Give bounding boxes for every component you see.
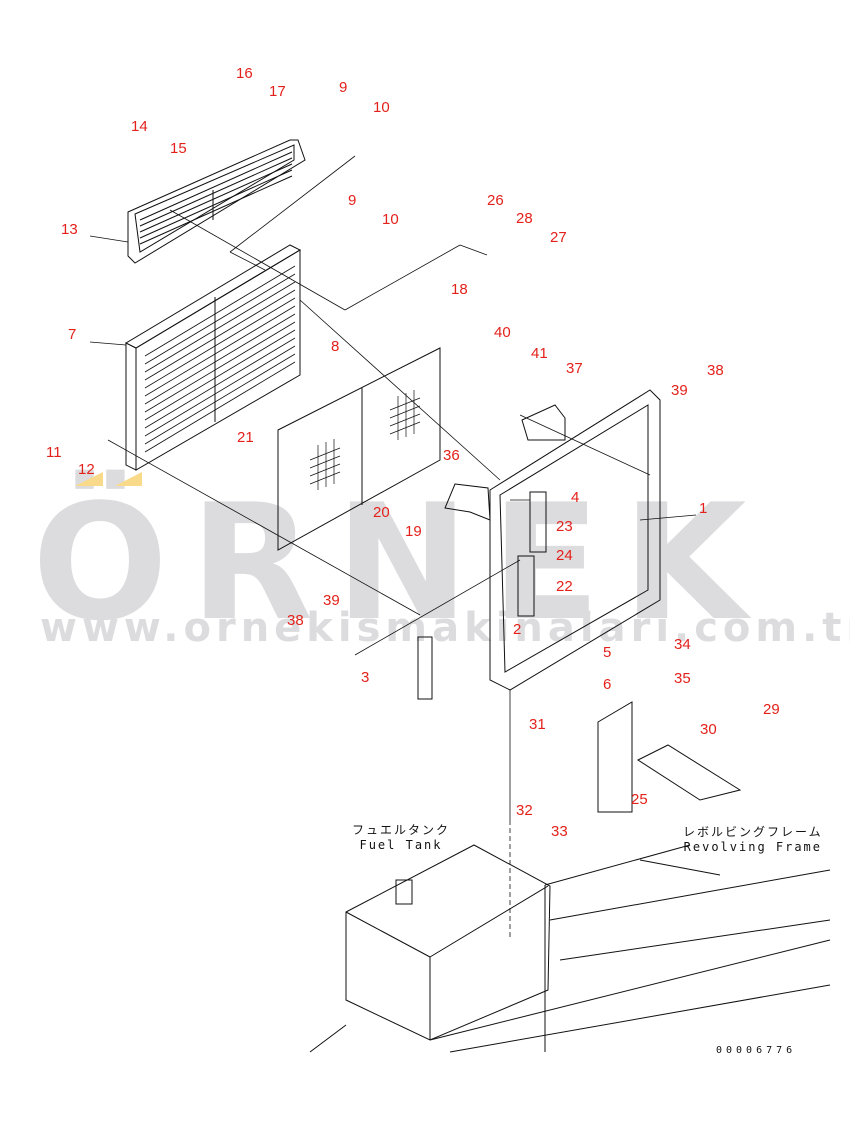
callout-17: 17 xyxy=(269,83,286,100)
fuel-tank-caption: フュエルタンク Fuel Tank xyxy=(352,823,450,853)
callout-41: 41 xyxy=(531,345,548,362)
callout-6: 6 xyxy=(603,676,612,693)
callout-5: 5 xyxy=(603,644,612,661)
fuel-tank-caption-jp: フュエルタンク xyxy=(352,823,451,837)
leader-lines xyxy=(89,155,697,940)
callout-28: 28 xyxy=(516,210,533,227)
callout-25: 25 xyxy=(631,791,648,808)
cover-25 xyxy=(636,744,742,801)
callout-32: 32 xyxy=(516,802,533,819)
callout-20: 20 xyxy=(373,504,390,521)
callout-31: 31 xyxy=(529,716,546,733)
bracket-36 xyxy=(444,483,491,521)
callout-22: 22 xyxy=(556,578,573,595)
callout-38: 38 xyxy=(287,612,304,629)
callout-10: 10 xyxy=(373,99,390,116)
mesh-screen-panel xyxy=(277,347,441,551)
callout-4: 4 xyxy=(571,489,580,506)
callout-18: 18 xyxy=(451,281,468,298)
seal-block-4 xyxy=(529,491,547,553)
main-grille-panel xyxy=(124,244,302,471)
callout-9: 9 xyxy=(348,192,357,209)
callout-2: 2 xyxy=(513,621,522,638)
callout-29: 29 xyxy=(763,701,780,718)
revolving-frame-caption: レボルビングフレーム Revolving Frame xyxy=(683,825,823,855)
callout-40: 40 xyxy=(494,324,511,341)
callout-1: 1 xyxy=(699,500,708,517)
bracket-37 xyxy=(521,404,566,441)
callout-34: 34 xyxy=(674,636,691,653)
callout-36: 36 xyxy=(443,447,460,464)
callout-12: 12 xyxy=(78,461,95,478)
callout-15: 15 xyxy=(170,140,187,157)
seal-block-2 xyxy=(517,555,535,617)
callout-23: 23 xyxy=(556,518,573,535)
callout-39: 39 xyxy=(323,592,340,609)
callout-35: 35 xyxy=(674,670,691,687)
callout-21: 21 xyxy=(237,429,254,446)
callout-27: 27 xyxy=(550,229,567,246)
callout-11: 11 xyxy=(46,444,62,461)
revolving-frame xyxy=(309,844,831,1053)
callout-33: 33 xyxy=(551,823,568,840)
callout-39: 39 xyxy=(671,382,688,399)
watermark-url: www.ornekismakinalari.com.tr xyxy=(40,605,850,651)
bracket-31 xyxy=(597,701,633,813)
callout-30: 30 xyxy=(700,721,717,738)
fuel-tank-caption-en: Fuel Tank xyxy=(359,838,443,852)
document-number: 00006776 xyxy=(716,1045,797,1056)
callout-26: 26 xyxy=(487,192,504,209)
callout-13: 13 xyxy=(61,221,78,238)
revolving-frame-caption-en: Revolving Frame xyxy=(683,840,823,854)
radiator-frame xyxy=(489,389,661,691)
bracket-3 xyxy=(417,636,433,700)
fuel-tank xyxy=(345,844,551,1041)
callout-24: 24 xyxy=(556,547,573,564)
revolving-frame-caption-jp: レボルビングフレーム xyxy=(683,825,823,839)
callout-37: 37 xyxy=(566,360,583,377)
callout-7: 7 xyxy=(68,326,77,343)
watermark-brand: ÖRNEK xyxy=(32,469,769,656)
callout-19: 19 xyxy=(405,523,422,540)
callout-8: 8 xyxy=(331,338,340,355)
callout-14: 14 xyxy=(131,118,148,135)
callout-10: 10 xyxy=(382,211,399,228)
watermark-umlaut-accents xyxy=(75,472,142,486)
callout-3: 3 xyxy=(361,669,370,686)
callout-9: 9 xyxy=(339,79,348,96)
upper-grille-panel xyxy=(127,139,306,264)
callout-38: 38 xyxy=(707,362,724,379)
callout-16: 16 xyxy=(236,65,253,82)
